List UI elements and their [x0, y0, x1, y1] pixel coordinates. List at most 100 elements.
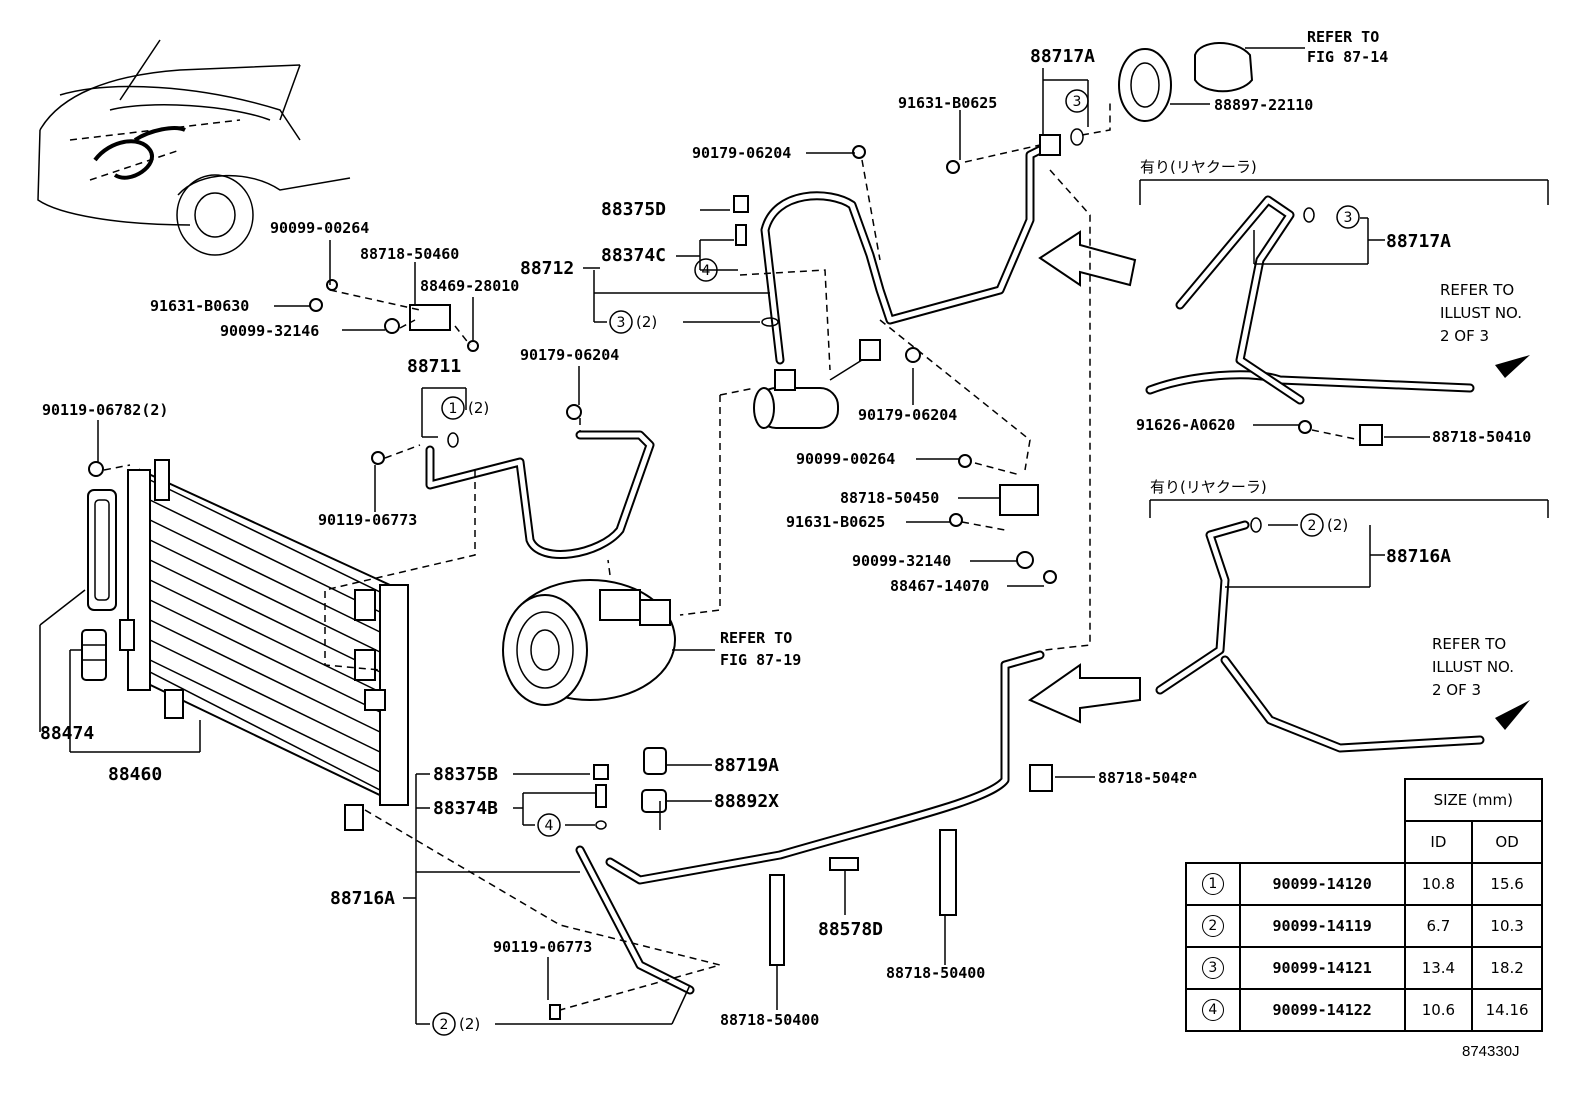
label-88467-14070: 88467-14070: [890, 577, 989, 595]
label-91631-B0625-top: 91631-B0625: [898, 94, 997, 112]
row-id: 6.7: [1403, 904, 1474, 948]
receiver-88474: [81, 489, 117, 681]
label-88460: 88460: [108, 764, 162, 785]
row-number: 1: [1185, 862, 1241, 906]
label-90099-00264-right: 90099-00264: [796, 450, 895, 468]
oring-ref-3a: 3: [1073, 94, 1082, 110]
pipes: [425, 140, 1485, 995]
oring-circles: 3 4 3 1 3 2 4 2: [432, 89, 1360, 1036]
oring-ref-4b: 4: [545, 818, 554, 834]
table-header-od: OD: [1471, 820, 1543, 864]
direction-arrow-icon-2: [1495, 700, 1530, 730]
rear-cooler-label-lower: 有り(リヤクーラ): [1150, 478, 1267, 496]
oring-ref-2a: 2: [1308, 518, 1317, 534]
row-part: 90099-14121: [1238, 946, 1406, 990]
label-88892X: 88892X: [714, 791, 779, 812]
row-id: 10.6: [1403, 988, 1474, 1032]
row-number: 2: [1185, 904, 1241, 948]
fittings: [88, 128, 1383, 1020]
row-id: 10.8: [1403, 862, 1474, 906]
label-88711: 88711: [407, 356, 461, 377]
rear-cooler-label-upper: 有り(リヤクーラ): [1140, 158, 1257, 176]
label-90099-32146: 90099-32146: [220, 322, 319, 340]
refer-illust-upper-line3: 2 OF 3: [1440, 327, 1489, 345]
table-corner: [1186, 779, 1406, 821]
label-refer-87-19-line2: FIG 87-19: [720, 651, 801, 669]
qty-oring-2a: (2): [1327, 516, 1348, 534]
label-91626-A0620: 91626-A0620: [1136, 416, 1235, 434]
label-88718-50400-right: 88718-50400: [886, 964, 985, 982]
label-88719A: 88719A: [714, 755, 779, 776]
label-88716A-main: 88716A: [330, 888, 395, 909]
label-88716A-rear: 88716A: [1386, 546, 1451, 567]
refer-illust-lower-line1: REFER TO: [1432, 635, 1506, 653]
label-refer-87-14-line2: FIG 87-14: [1307, 48, 1388, 66]
label-88717A-rear: 88717A: [1386, 231, 1451, 252]
row-od: 10.3: [1471, 904, 1543, 948]
label-88718-50400-left: 88718-50400: [720, 1011, 819, 1029]
label-91631-B0630: 91631-B0630: [150, 297, 249, 315]
qty-oring-2b: (2): [459, 1015, 480, 1033]
dashed-guides: [103, 100, 1361, 1011]
label-refer-87-14-line1: REFER TO: [1307, 28, 1379, 46]
dryer-bottle: [753, 339, 881, 429]
label-88578D: 88578D: [818, 919, 883, 940]
label-88469-28010: 88469-28010: [420, 277, 519, 295]
table-row: 1 90099-14120 10.8 15.6: [1185, 862, 1543, 906]
label-90119-06773-upper: 90119-06773: [318, 511, 417, 529]
oring-ref-3b: 3: [617, 315, 626, 331]
label-88718-50410: 88718-50410: [1432, 428, 1531, 446]
label-88375B: 88375B: [433, 764, 498, 785]
label-88718-50450: 88718-50450: [840, 489, 939, 507]
label-88718-50480: 88718-50480: [1098, 769, 1197, 787]
label-88375D: 88375D: [601, 199, 666, 220]
part-labels: 88717A 88897-22110 REFER TO FIG 87-14 91…: [40, 28, 1531, 1033]
oring-ref-4a: 4: [702, 263, 711, 279]
row-od: 14.16: [1471, 988, 1543, 1032]
reference-code: 874330J: [1462, 1043, 1520, 1060]
row-od: 18.2: [1471, 946, 1543, 990]
label-88717A-top: 88717A: [1030, 46, 1095, 67]
refer-illust-upper-line1: REFER TO: [1440, 281, 1514, 299]
condenser-88460: [119, 459, 409, 831]
table-corner-2: [1186, 821, 1406, 864]
table-row: 2 90099-14119 6.7 10.3: [1185, 904, 1543, 948]
label-refer-87-19-line1: REFER TO: [720, 629, 792, 647]
qty-oring-1: (2): [468, 399, 489, 417]
qty-oring-3b: (2): [636, 313, 657, 331]
label-90179-06204-mid: 90179-06204: [520, 346, 619, 364]
leaders: [39, 47, 1549, 1025]
label-88897-22110: 88897-22110: [1214, 96, 1313, 114]
label-90119-06782: 90119-06782(2): [42, 401, 168, 419]
flow-arrow-icon: [1038, 230, 1137, 287]
label-88474: 88474: [40, 723, 94, 744]
row-part: 90099-14119: [1238, 904, 1406, 948]
label-90119-06773-lower: 90119-06773: [493, 938, 592, 956]
row-od: 15.6: [1471, 862, 1543, 906]
table-title: SIZE (mm): [1403, 778, 1544, 822]
refer-illust-upper-line2: ILLUST NO.: [1440, 304, 1522, 322]
vehicle-outline: [37, 39, 351, 256]
refer-illust-lower-line3: 2 OF 3: [1432, 681, 1481, 699]
row-number: 4: [1185, 988, 1241, 1032]
label-90179-06204-top: 90179-06204: [692, 144, 791, 162]
row-part: 90099-14120: [1238, 862, 1406, 906]
table-row: 3 90099-14121 13.4 18.2: [1185, 946, 1543, 990]
label-90179-06204-right: 90179-06204: [858, 406, 957, 424]
seal-88897: [1118, 42, 1254, 122]
flow-arrow-icon-2: [1027, 663, 1141, 724]
row-part: 90099-14122: [1238, 988, 1406, 1032]
table-row: 4 90099-14122 10.6 14.16: [1185, 988, 1543, 1032]
row-id: 13.4: [1403, 946, 1474, 990]
label-90099-32140: 90099-32140: [852, 552, 951, 570]
direction-arrow-icon: [1495, 355, 1530, 378]
label-90099-00264-left: 90099-00264: [270, 219, 369, 237]
table-header-id: ID: [1403, 820, 1474, 864]
label-88374C: 88374C: [601, 245, 666, 266]
label-88374B: 88374B: [433, 798, 498, 819]
row-number: 3: [1185, 946, 1241, 990]
oring-size-table: SIZE (mm) ID OD 1 90099-14120 10.8 15.6 …: [1185, 778, 1544, 1032]
oring-ref-2b: 2: [440, 1017, 449, 1033]
